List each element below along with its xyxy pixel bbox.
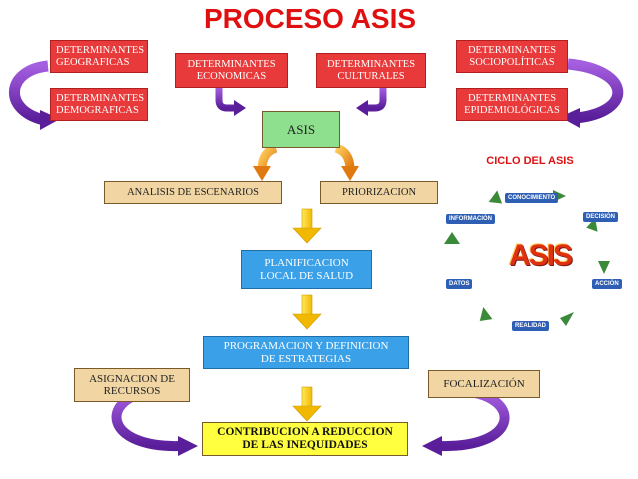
box-asis: ASIS — [262, 111, 340, 148]
cycle-step-datos: DATOS — [446, 279, 473, 289]
cycle-title: CICLO DEL ASIS — [486, 155, 574, 167]
down-arrow-2 — [292, 294, 322, 330]
curved-arrow-left — [9, 60, 49, 126]
box-determinantes-epidemiologicas: DETERMINANTES EPIDEMIOLÓGICAS — [456, 88, 568, 121]
box-determinantes-demograficas: DETERMINANTES DEMOGRAFICAS — [50, 88, 148, 121]
box-asignacion-recursos: ASIGNACION DE RECURSOS — [74, 368, 190, 402]
down-arrow-3 — [292, 386, 322, 422]
curved-arrow-right — [567, 58, 624, 124]
bottom-curve-right-head — [422, 436, 442, 456]
bent-arrow-economicas — [215, 88, 236, 112]
bottom-curve-left-head — [178, 436, 198, 456]
box-determinantes-geograficas: DETERMINANTES GEOGRAFICAS — [50, 40, 148, 73]
box-determinantes-economicas: DETERMINANTES ECONOMICAS — [175, 53, 288, 88]
bent-arrow-economicas-head — [234, 100, 246, 116]
cycle-step-conocimiento: CONOCIMIENTO — [505, 193, 559, 203]
curved-arrow-right-head — [560, 108, 580, 128]
orange-arrow-right-head — [341, 166, 359, 181]
box-priorizacion: PRIORIZACION — [320, 181, 438, 204]
bent-arrow-culturales — [366, 88, 387, 112]
cycle-center-logo: ASIS — [508, 239, 573, 272]
down-arrow-1 — [292, 208, 322, 244]
box-determinantes-culturales: DETERMINANTES CULTURALES — [316, 53, 426, 88]
cycle-step-realidad: REALIDAD — [512, 321, 549, 331]
box-analisis-escenarios: ANALISIS DE ESCENARIOS — [104, 181, 282, 204]
box-determinantes-sociopoliticas: DETERMINANTES SOCIOPOLÍTICAS — [456, 40, 568, 73]
box-planificacion: PLANIFICACION LOCAL DE SALUD — [241, 250, 372, 289]
box-contribucion: CONTRIBUCION A REDUCCION DE LAS INEQUIDA… — [202, 422, 408, 456]
bent-arrow-culturales-head — [356, 100, 368, 116]
cycle-panel — [433, 148, 638, 338]
cycle-step-decision: DECISIÓN — [583, 212, 619, 222]
bottom-curve-right — [439, 387, 510, 452]
cycle-step-accion: ACCIÓN — [592, 279, 622, 289]
cycle-step-informacion: INFORMACIÓN — [446, 214, 495, 224]
box-programacion: PROGRAMACION Y DEFINICION DE ESTRATEGIAS — [203, 336, 409, 369]
box-focalizacion: FOCALIZACIÓN — [428, 370, 540, 398]
page-title: PROCESO ASIS — [203, 3, 417, 34]
orange-arrow-left-head — [253, 166, 271, 181]
